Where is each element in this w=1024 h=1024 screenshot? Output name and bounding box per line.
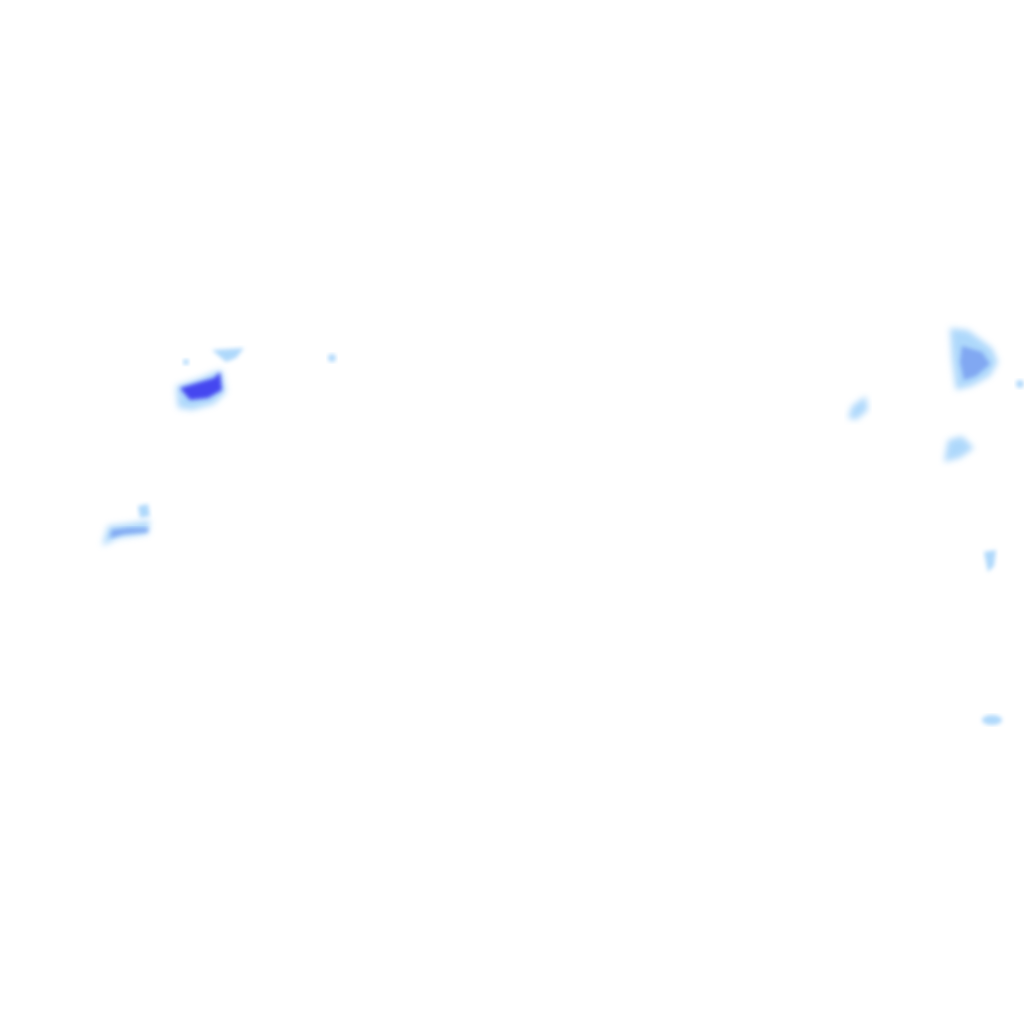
precipitation-cells xyxy=(102,328,1024,725)
precip-cell-3c xyxy=(944,436,974,462)
precip-cell-3e xyxy=(984,550,996,572)
precip-cell-3d xyxy=(848,396,868,420)
precip-cell-1c xyxy=(212,348,244,362)
precip-cell-3f xyxy=(982,715,1002,725)
precip-cell-3g xyxy=(1016,380,1024,388)
precip-cell-1b xyxy=(180,372,222,400)
precip-cell-3b xyxy=(960,346,990,380)
precip-cell-2b xyxy=(110,528,148,538)
precip-cell-1d xyxy=(328,354,336,362)
precip-cell-2c xyxy=(138,504,150,518)
precip-cell-1e xyxy=(183,359,189,365)
